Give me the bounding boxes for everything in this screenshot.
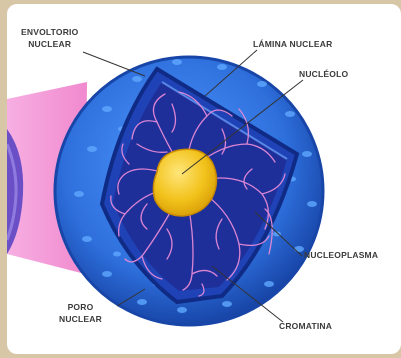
nucleolus — [153, 149, 216, 216]
label-nucleoplasma: NUCLEOPLASMA — [304, 249, 378, 261]
leader-envoltorio — [83, 52, 145, 76]
diagram-frame: ENVOLTORIO NUCLEAR LÁMINA NUCLEAR NUCLÉO… — [7, 4, 401, 354]
label-poro-nuclear: PORO NUCLEAR — [59, 301, 102, 325]
label-nucleolo: NUCLÉOLO — [299, 68, 348, 80]
label-lamina-nuclear: LÁMINA NUCLEAR — [253, 38, 332, 50]
label-cromatina: CROMATINA — [279, 320, 332, 332]
label-envoltorio-nuclear: ENVOLTORIO NUCLEAR — [21, 26, 78, 50]
